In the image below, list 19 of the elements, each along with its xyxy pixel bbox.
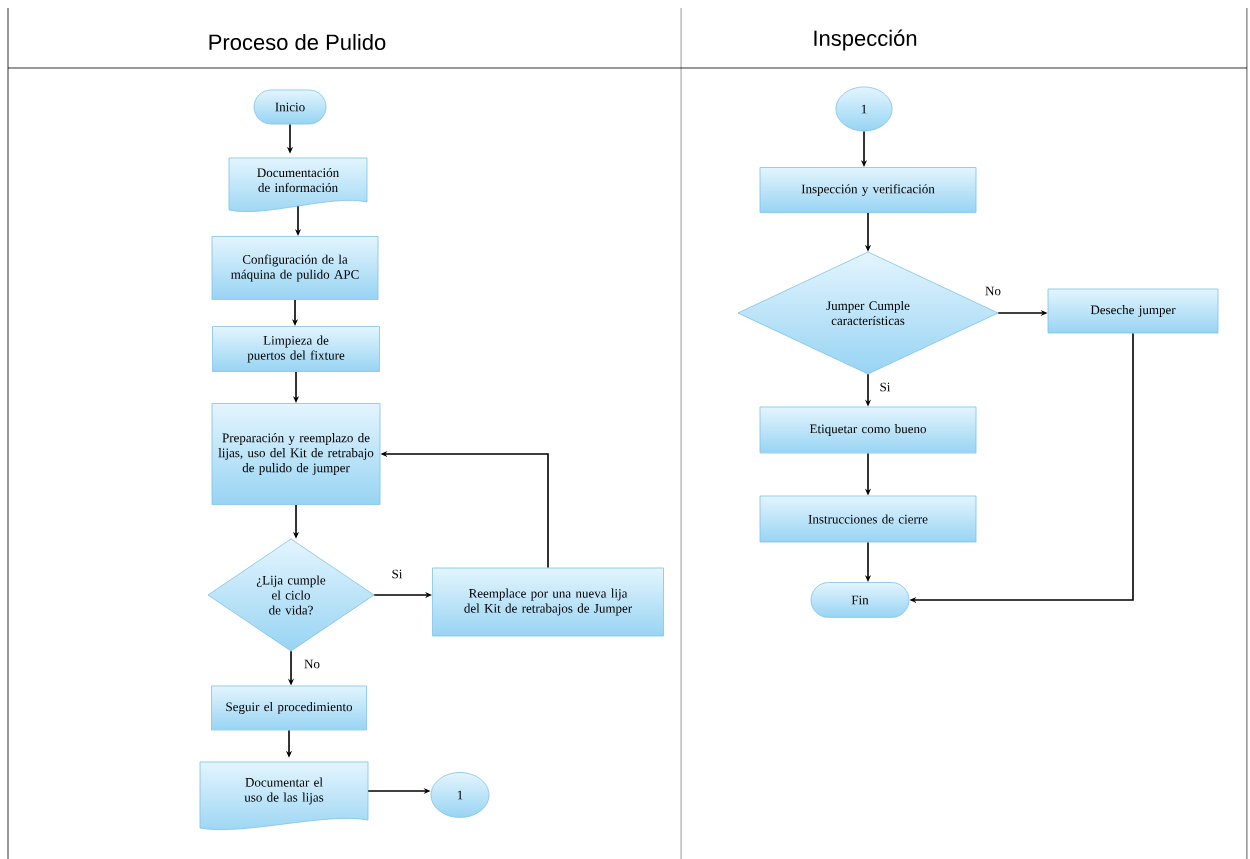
edge-label: Si (390, 568, 404, 580)
process-box: Reemplace por una nueva lija del Kit de retrabajos de Jumper (432, 567, 664, 637)
column-heading: Proceso de Pulido (209, 33, 386, 51)
process-box: Seguir el procedimiento (211, 685, 367, 731)
process-box: Limpieza de puertos del fixture (212, 326, 380, 372)
document-box: Documentación de información (228, 157, 368, 213)
terminal-box: Fin (810, 582, 910, 618)
process-box: Instrucciones de cierre (759, 495, 977, 543)
terminal-box: Inicio (253, 89, 327, 125)
process-box: Etiquetar como bueno (759, 406, 977, 454)
document-box: Documentar el uso de las lijas (199, 761, 369, 831)
process-box: Inspección y verificación (759, 167, 977, 213)
edge-label: No (984, 285, 1002, 297)
process-box: Preparación y reemplazo de lijas, uso del Kit de retrabajo de pulido de jumper (211, 403, 381, 505)
column-heading: Inspección (814, 29, 917, 51)
process-box: Configuración de la máquina de pulido APC (211, 236, 379, 300)
edge-label: Si (878, 381, 892, 393)
process-box: Deseche jumper (1047, 288, 1219, 334)
edge-label: No (303, 658, 321, 670)
